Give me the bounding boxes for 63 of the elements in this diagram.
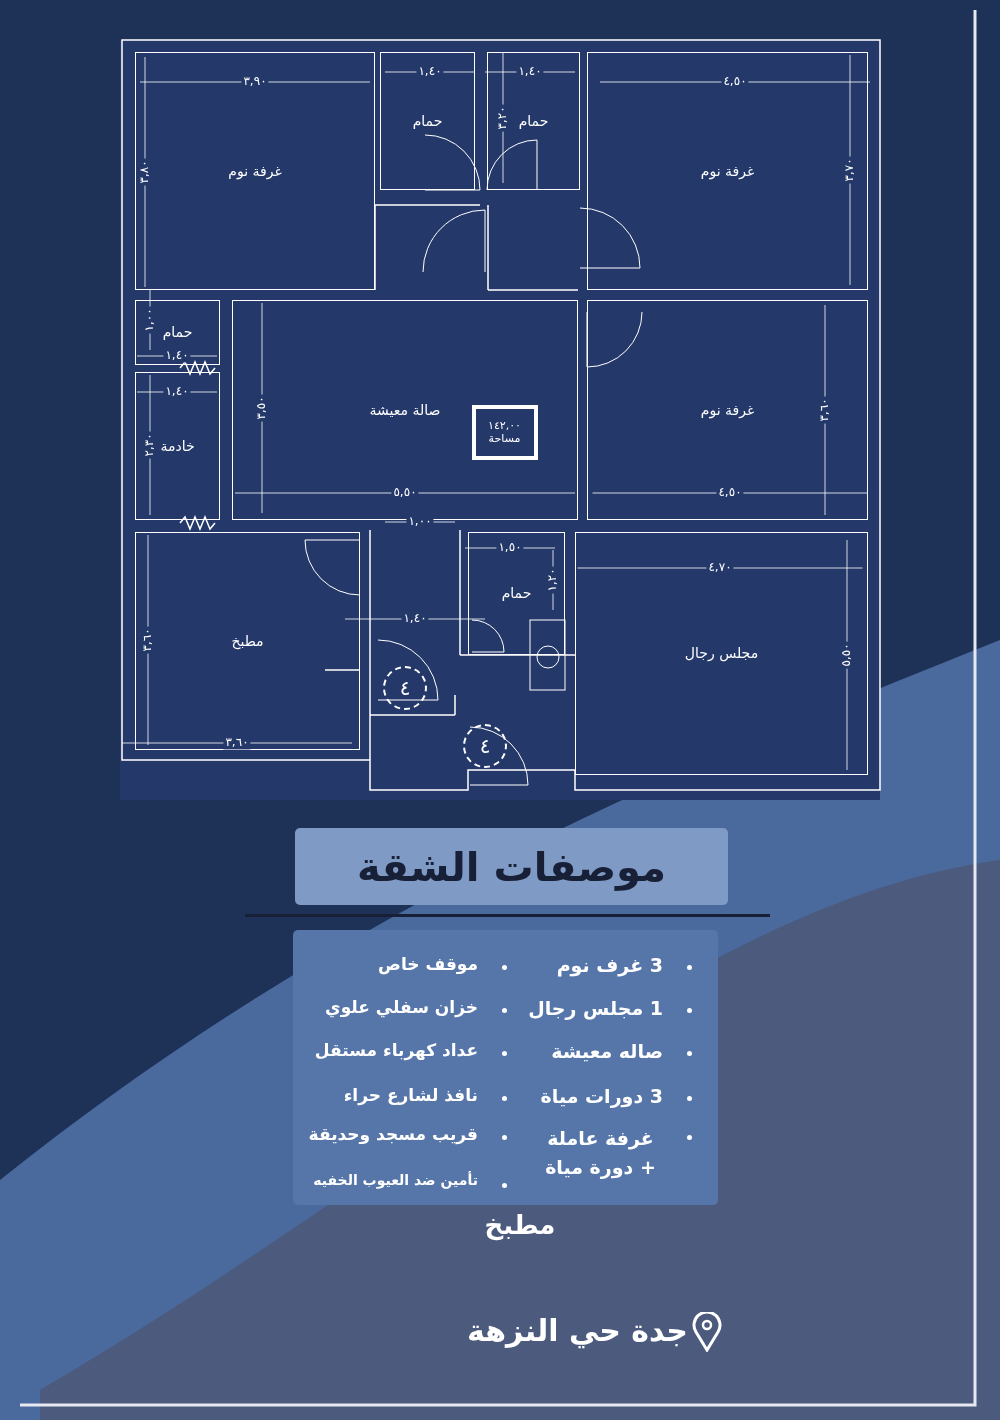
circled-number: ٤ — [463, 724, 507, 768]
room-outline — [380, 52, 475, 190]
room-label: مجلس رجال — [684, 645, 759, 662]
room-outline — [487, 52, 580, 190]
area-box — [471, 404, 538, 460]
dimension-label: ٣,٥٠ — [255, 394, 269, 422]
dimension-label: ٣,٢٠ — [496, 104, 510, 132]
room-label: حمام — [501, 585, 532, 602]
dimension-label: ٤,٥٠ — [716, 486, 744, 500]
room-outline — [135, 372, 220, 520]
dimension-label: ٣,٦٠ — [223, 736, 251, 750]
dimension-label: ٢,٣٠ — [143, 431, 157, 459]
dimension-label: ١,٠٠ — [143, 306, 157, 334]
dimension-label: ١,٥٠ — [496, 541, 524, 555]
room-label: مطبخ — [231, 632, 264, 650]
dimension-label: ١,٤٠ — [416, 65, 444, 79]
room-label: غرفة نوم — [700, 162, 755, 180]
spec-item: 1 مجلس رجال — [528, 997, 663, 1020]
dimension-label: ١,٤٠ — [516, 65, 544, 79]
room-outline — [587, 300, 868, 520]
dimension-label: ٥,٥٠ — [391, 486, 419, 500]
spec-item: قريب مسجد وحديقة — [308, 1124, 478, 1145]
dimension-label: ٤,٧٠ — [706, 561, 734, 575]
title-banner: موصفات الشقة — [295, 828, 728, 905]
spec-item: تأمين ضد العيوب الخفيه — [313, 1172, 478, 1189]
spec-item: 3 غرف نوم — [556, 954, 663, 977]
dimension-label: ١,٤٠ — [163, 385, 191, 399]
dimension-label: ١,٠٠ — [406, 515, 434, 529]
room-outline — [587, 52, 868, 290]
room-outline — [135, 532, 360, 750]
spec-item: غرفة عاملة + دورة مياة — [544, 1126, 657, 1181]
dimension-label: ٥,٥٠ — [840, 641, 854, 669]
spec-item: نافذ لشارع حراء — [343, 1085, 478, 1106]
spec-item: عداد كهرباء مستقل — [314, 1040, 478, 1061]
room-label: غرفة نوم — [228, 162, 282, 180]
dimension-label: ١,٢٠ — [546, 566, 560, 594]
spec-item: 3 دورات مياة — [540, 1085, 663, 1108]
room-label: حمام — [162, 324, 193, 341]
room-outline — [575, 532, 868, 775]
dimension-label: ١,٤٠ — [401, 612, 429, 626]
dimension-label: ١,٤٠ — [163, 349, 191, 363]
room-outline — [135, 52, 375, 290]
dimension-label: ٣,٦٠ — [141, 626, 155, 654]
spec-item: خزان سفلي علوي — [325, 997, 478, 1018]
dimension-label: ٣,٧٠ — [843, 156, 857, 184]
room-label: حمام — [412, 112, 443, 130]
room-label: صالة معيشة — [369, 401, 441, 419]
area-text: ١٤٢,٠٠ — [487, 418, 521, 432]
dimension-label: ٣,٨٠ — [138, 158, 152, 186]
dimension-label: ٣,٩٠ — [241, 75, 269, 89]
room-label: غرفة نوم — [700, 401, 755, 419]
dimension-label: ٤,٥٠ — [721, 75, 749, 89]
room-outline — [468, 532, 565, 655]
location-text: جدة حي النزهة — [467, 1313, 688, 1349]
circled-number: ٤ — [383, 666, 427, 710]
room-label: حمام — [518, 112, 549, 130]
area-text: مساحة — [488, 432, 521, 446]
spec-item: موقف خاص — [378, 954, 478, 975]
room-label: خادمة — [160, 437, 195, 455]
room-outline — [135, 300, 220, 365]
kitchen-note: مطبخ — [483, 1210, 557, 1242]
dimension-label: ٣,٦٠ — [818, 396, 832, 424]
spec-item: صاله معيشة — [551, 1040, 663, 1063]
